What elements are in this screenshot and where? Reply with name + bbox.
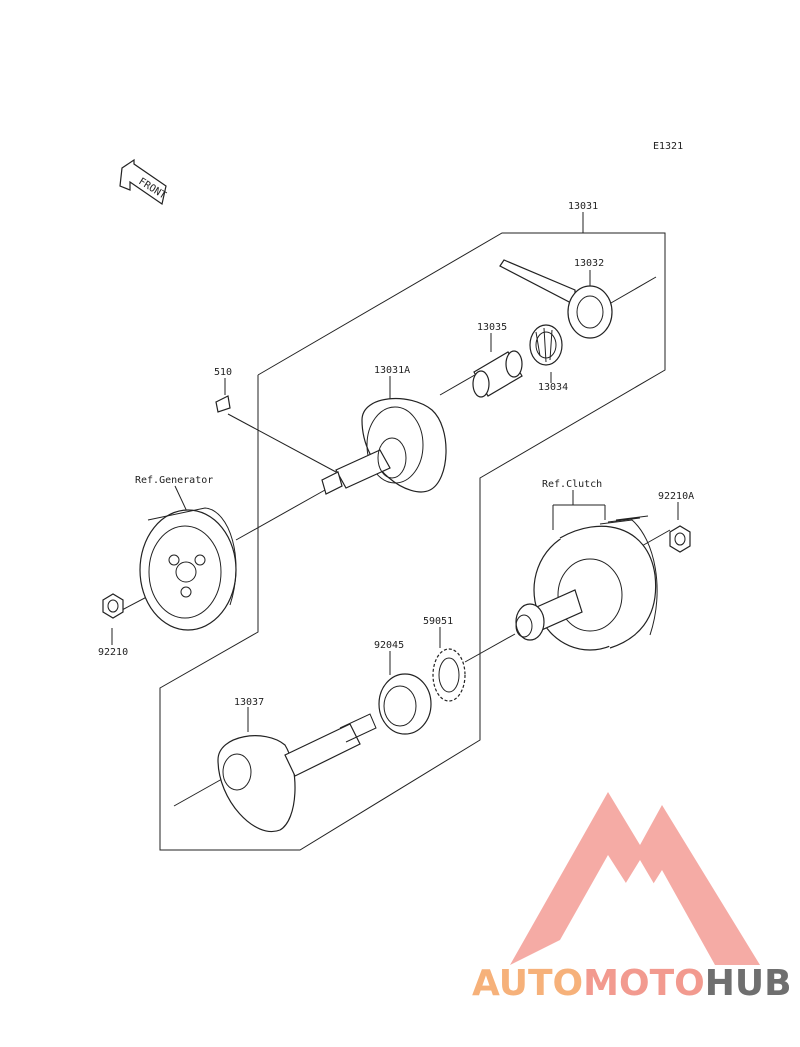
generator-rotor — [139, 507, 237, 631]
nut-92210A — [669, 525, 691, 553]
clutch-assembly — [515, 515, 658, 651]
label-92210A: 92210A — [658, 491, 694, 502]
crank-pin — [472, 350, 523, 398]
label-13034: 13034 — [538, 382, 568, 393]
woodruff-key — [215, 395, 231, 413]
watermark-text: AUTOMOTOHUB — [472, 963, 792, 1004]
crankshaft-left-half — [321, 397, 447, 495]
watermark-logo — [510, 792, 760, 965]
label-13031A: 13031A — [374, 365, 410, 376]
label-510: 510 — [214, 367, 232, 378]
diagram-code: E1321 — [653, 141, 683, 152]
gear-59051 — [432, 648, 466, 702]
crankshaft-frame — [159, 232, 666, 851]
label-92045: 92045 — [374, 640, 404, 651]
label-13037: 13037 — [234, 697, 264, 708]
needle-bearing — [529, 324, 563, 366]
logo-inner — [600, 860, 690, 945]
label-59051: 59051 — [423, 616, 453, 627]
label-13032: 13032 — [574, 258, 604, 269]
front-arrow-icon: FRONT — [119, 158, 168, 205]
crankshaft-right-half — [217, 713, 377, 833]
label-ref-generator: Ref.Generator — [135, 475, 213, 486]
label-92210: 92210 — [98, 647, 128, 658]
leader-lines — [111, 212, 679, 807]
bearing-92045 — [378, 673, 432, 735]
nut-92210 — [102, 593, 124, 619]
watermark-auto: AUTO — [472, 963, 583, 1004]
label-13035: 13035 — [477, 322, 507, 333]
connecting-rod — [499, 259, 613, 339]
watermark-moto: MOTO — [583, 963, 705, 1004]
watermark-hub: HUB — [705, 963, 792, 1004]
label-13031: 13031 — [568, 201, 598, 212]
label-ref-clutch: Ref.Clutch — [542, 479, 602, 490]
